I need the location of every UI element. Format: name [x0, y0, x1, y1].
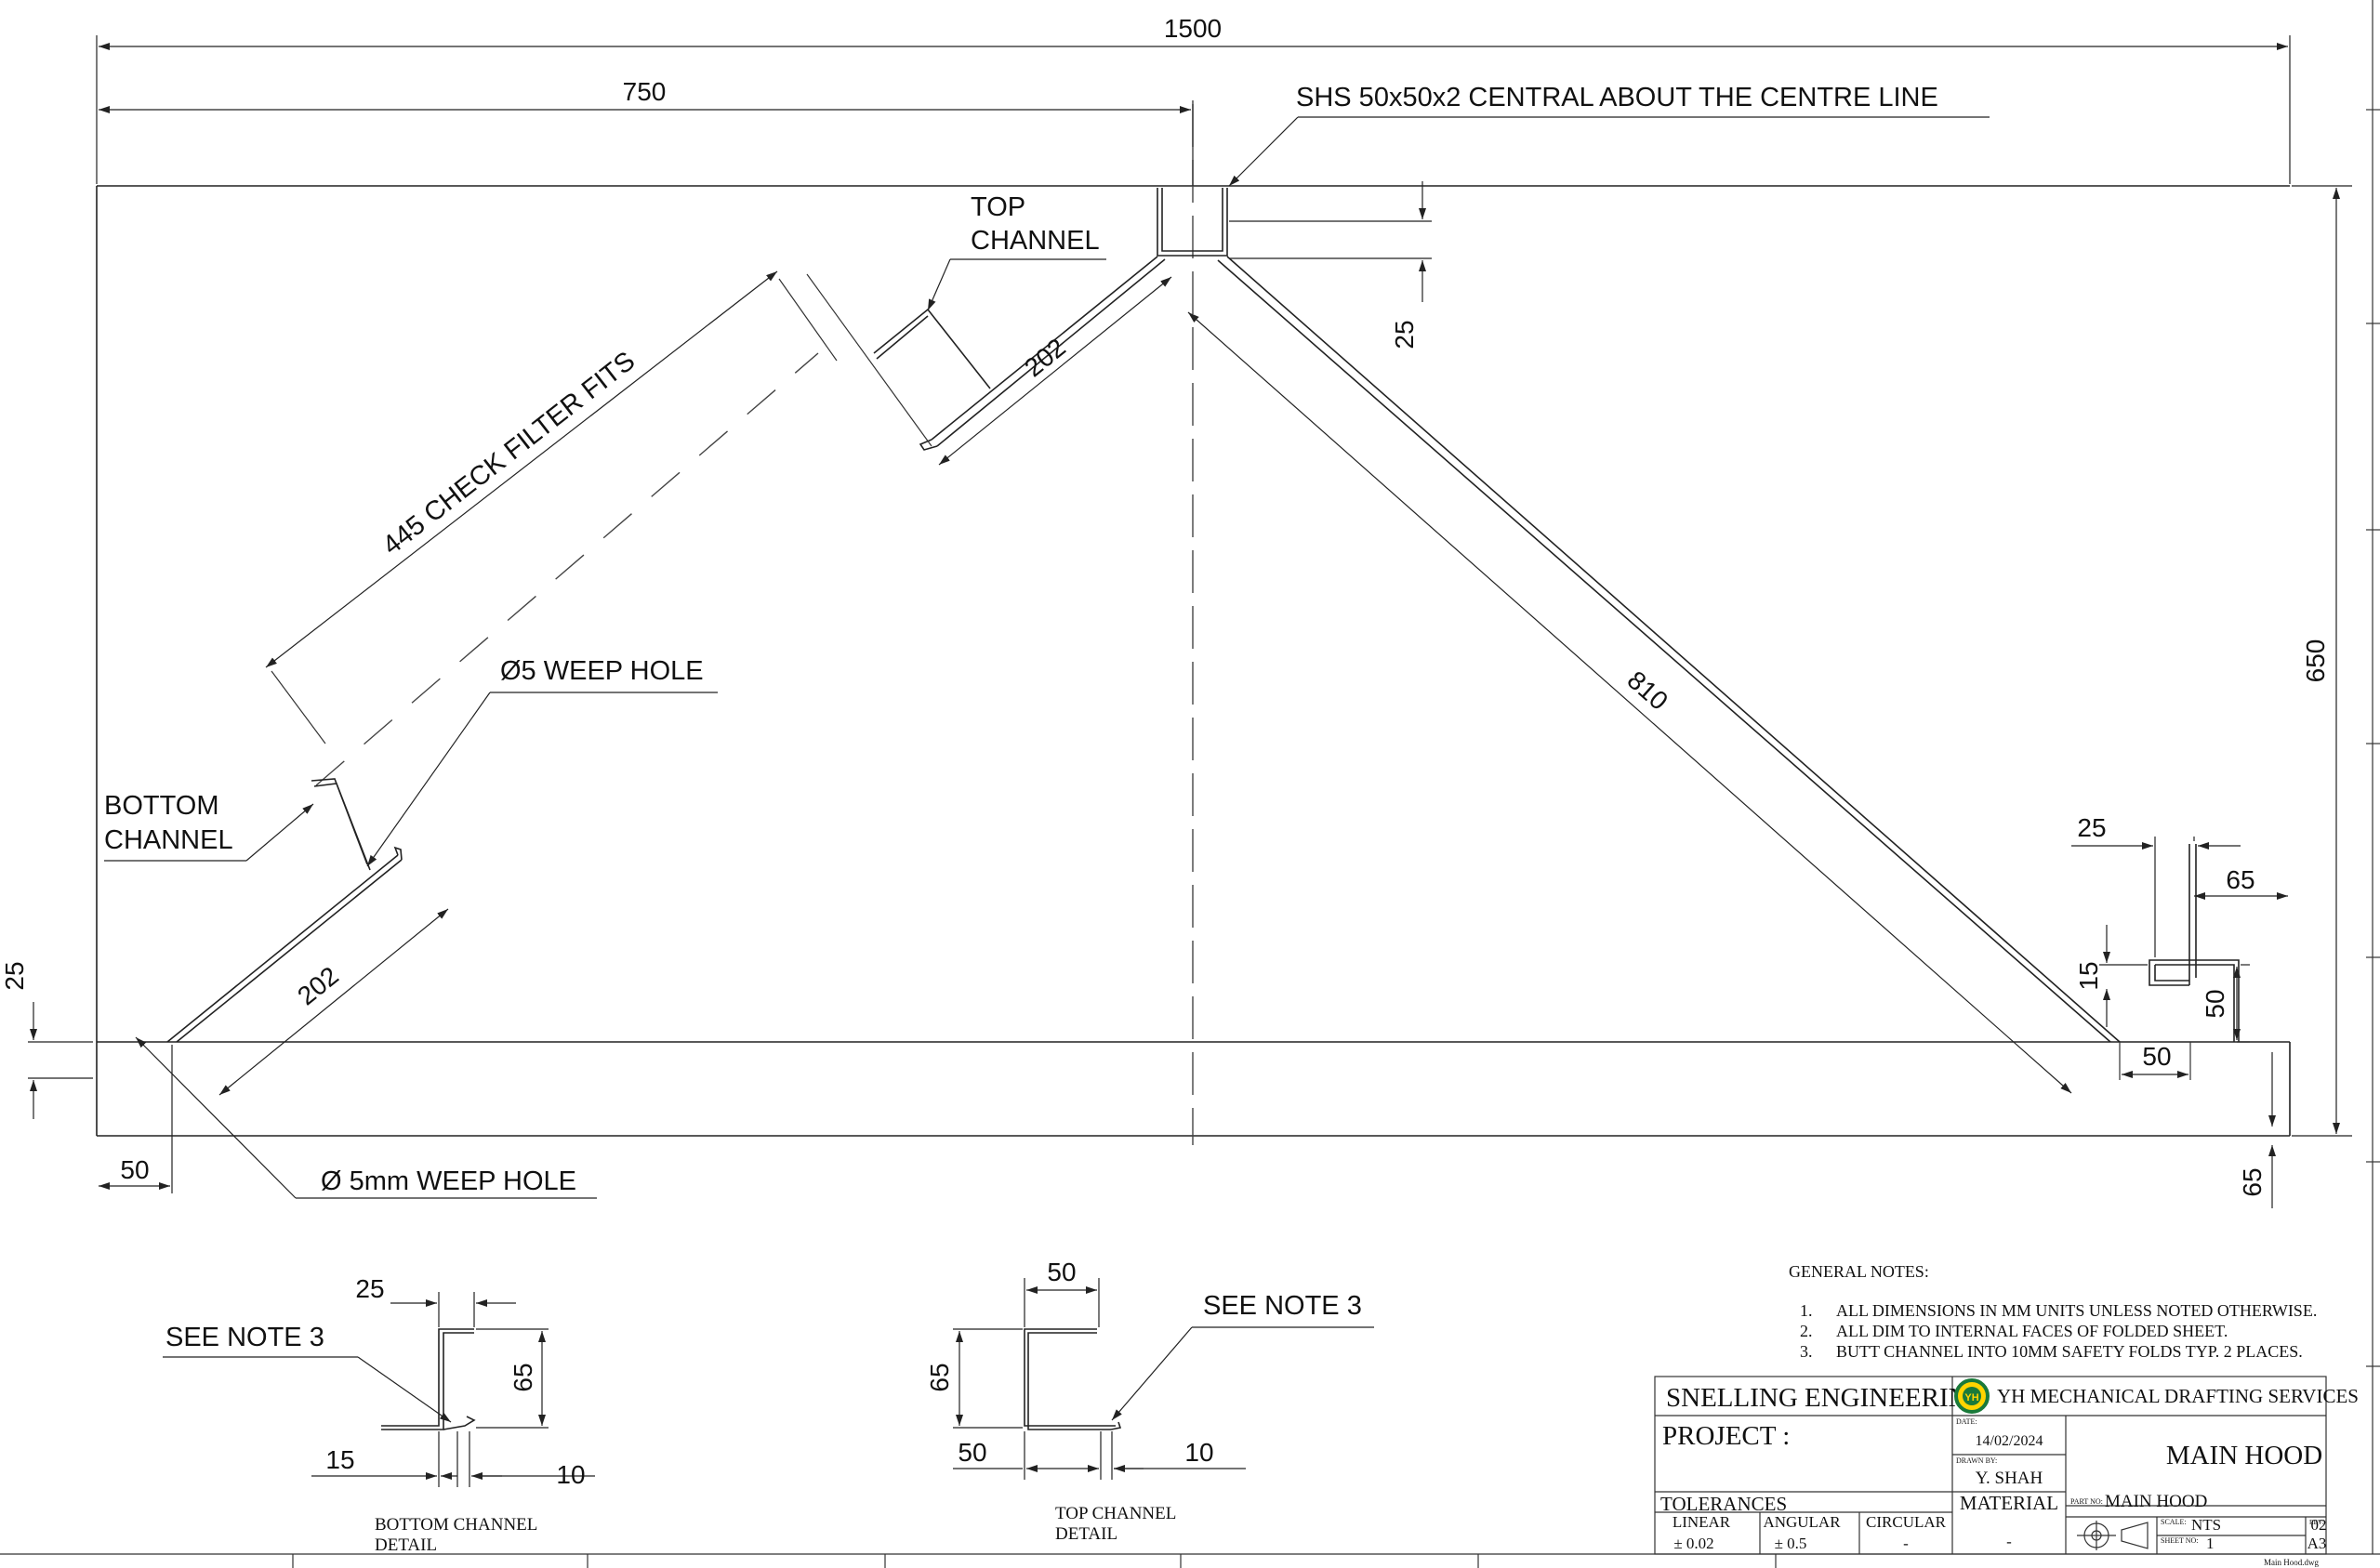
top-channel-fold — [919, 439, 938, 451]
bottom-channel-callout-1: BOTTOM — [104, 791, 219, 821]
tcd-dim-65: 65 — [925, 1363, 954, 1391]
yh-logo: YH — [1954, 1378, 1990, 1414]
drafting-service: YH MECHANICAL DRAFTING SERVICES — [1997, 1385, 2359, 1407]
tcd-dim-50-top: 50 — [1047, 1258, 1076, 1286]
shs-tube — [1157, 188, 1228, 257]
dim-202-bottom: 202 — [292, 961, 344, 1010]
circular-value: - — [1903, 1535, 1909, 1552]
scale-value: NTS — [2191, 1516, 2221, 1534]
drawing-title: MAIN HOOD — [2166, 1441, 2322, 1470]
sheet-no-value: 1 — [2206, 1535, 2215, 1552]
tcd-see-note: SEE NOTE 3 — [1203, 1291, 1362, 1321]
project-label: PROJECT : — [1662, 1421, 1790, 1451]
right-channel-profile — [2149, 844, 2197, 986]
dim-65-bottom-right: 65 — [2238, 1167, 2267, 1196]
material-value: - — [2006, 1533, 2012, 1550]
check-filter-label: 445 CHECK FILTER FITS — [377, 346, 641, 560]
dim-15-right: 15 — [2074, 961, 2103, 990]
part-no-value: MAIN HOOD — [2105, 1492, 2207, 1511]
bcd-dim-15: 15 — [325, 1445, 354, 1474]
date-label: DATE: — [1956, 1417, 1977, 1426]
dim-202-top: 202 — [1019, 333, 1071, 382]
note-1-text: ALL DIMENSIONS IN MM UNITS UNLESS NOTED … — [1836, 1301, 2317, 1320]
weep-hole-callout: Ø5 WEEP HOLE — [500, 656, 704, 686]
note-2-num: 2. — [1800, 1322, 1813, 1340]
top-channel-callout-1: TOP — [971, 192, 1025, 222]
tolerances-label: TOLERANCES — [1660, 1493, 1787, 1515]
weep-hole-5mm-callout: Ø 5mm WEEP HOLE — [321, 1166, 576, 1196]
company-name: SNELLING ENGINEERING — [1666, 1383, 1988, 1413]
note-2-text: ALL DIM TO INTERNAL FACES OF FOLDED SHEE… — [1836, 1322, 2228, 1340]
angular-label: ANGULAR — [1763, 1513, 1841, 1531]
dim-50h-right: 50 — [2142, 1042, 2171, 1071]
part-no-label: PART NO: — [2070, 1497, 2103, 1506]
main-hood-view — [96, 104, 2291, 1145]
right-sloped-panel — [1217, 256, 2121, 1043]
bottom-channel-profile — [311, 778, 371, 871]
sheet-no-label: SHEET NO: — [2161, 1536, 2199, 1545]
title-block: SNELLING ENGINEERING YH YH MECHANICAL DR… — [1654, 1376, 2359, 1555]
tcd-label-2: DETAIL — [1055, 1524, 1117, 1544]
angular-value: ± 0.5 — [1775, 1535, 1807, 1552]
bcd-dim-25: 25 — [355, 1274, 384, 1303]
dim-1500: 1500 — [1164, 14, 1222, 43]
file-name: Main Hood.dwg — [2264, 1558, 2319, 1567]
note-3-text: BUTT CHANNEL INTO 10MM SAFETY FOLDS TYP.… — [1836, 1342, 2303, 1361]
date-value: 14/02/2024 — [1976, 1433, 2043, 1449]
bottom-channel-fold — [393, 846, 403, 861]
dim-25-left: 25 — [0, 961, 29, 990]
note-3-num: 3. — [1800, 1342, 1813, 1361]
dim-65-right: 65 — [2226, 865, 2254, 894]
linear-label: LINEAR — [1673, 1513, 1731, 1531]
shs-callout: SHS 50x50x2 CENTRAL ABOUT THE CENTRE LIN… — [1296, 83, 1938, 112]
rev-value: 02 — [2311, 1516, 2327, 1534]
dim-50v-right: 50 — [2201, 989, 2229, 1018]
bcd-see-note: SEE NOTE 3 — [165, 1323, 324, 1352]
bottom-channel-detail: 25 SEE NOTE 3 65 15 10 BOTTOM CHANNEL DE… — [163, 1274, 595, 1555]
tcd-label-1: TOP CHANNEL — [1055, 1504, 1176, 1523]
notes-heading: GENERAL NOTES: — [1789, 1262, 1929, 1281]
top-channel-callout-2: CHANNEL — [971, 226, 1100, 256]
dim-810: 810 — [1622, 665, 1674, 716]
top-channel-detail: 50 SEE NOTE 3 65 50 10 TOP CHANNEL DETAI… — [925, 1258, 1374, 1544]
material-label: MATERIAL — [1960, 1492, 2058, 1514]
projection-symbol-icon — [2077, 1521, 2149, 1550]
tcd-dim-10: 10 — [1184, 1438, 1213, 1467]
bcd-label-2: DETAIL — [375, 1535, 437, 1555]
drawn-by-value: Y. SHAH — [1976, 1469, 2043, 1488]
note-1-num: 1. — [1800, 1301, 1813, 1320]
dimensions: 1500 750 650 SHS 50x50x2 CENTRAL ABOUT T… — [0, 14, 2352, 1208]
drawn-by-label: DRAWN BY: — [1956, 1456, 1997, 1465]
linear-value: ± 0.02 — [1673, 1535, 1713, 1552]
bcd-dim-10: 10 — [556, 1460, 585, 1489]
dim-25-right: 25 — [2077, 813, 2106, 842]
bcd-dim-65: 65 — [509, 1363, 537, 1391]
dim-650: 650 — [2301, 639, 2330, 683]
bcd-label-1: BOTTOM CHANNEL — [375, 1515, 537, 1535]
logo-text: YH — [1964, 1392, 1978, 1403]
tcd-dim-50-bottom: 50 — [958, 1438, 986, 1467]
rev-label: REV: — [2309, 1519, 2323, 1526]
scale-label: SCALE: — [2161, 1518, 2187, 1526]
general-notes: GENERAL NOTES: 1. ALL DIMENSIONS IN MM U… — [1789, 1262, 2317, 1361]
top-channel-profile — [873, 308, 991, 389]
dim-50-left: 50 — [120, 1155, 149, 1184]
circular-label: CIRCULAR — [1866, 1513, 1947, 1531]
bottom-channel-callout-2: CHANNEL — [104, 825, 233, 855]
sheet-size: A3 — [2307, 1535, 2327, 1552]
bottom-channel-panel — [166, 854, 403, 1043]
dim-25-shs: 25 — [1390, 320, 1419, 349]
dim-750: 750 — [623, 77, 667, 106]
